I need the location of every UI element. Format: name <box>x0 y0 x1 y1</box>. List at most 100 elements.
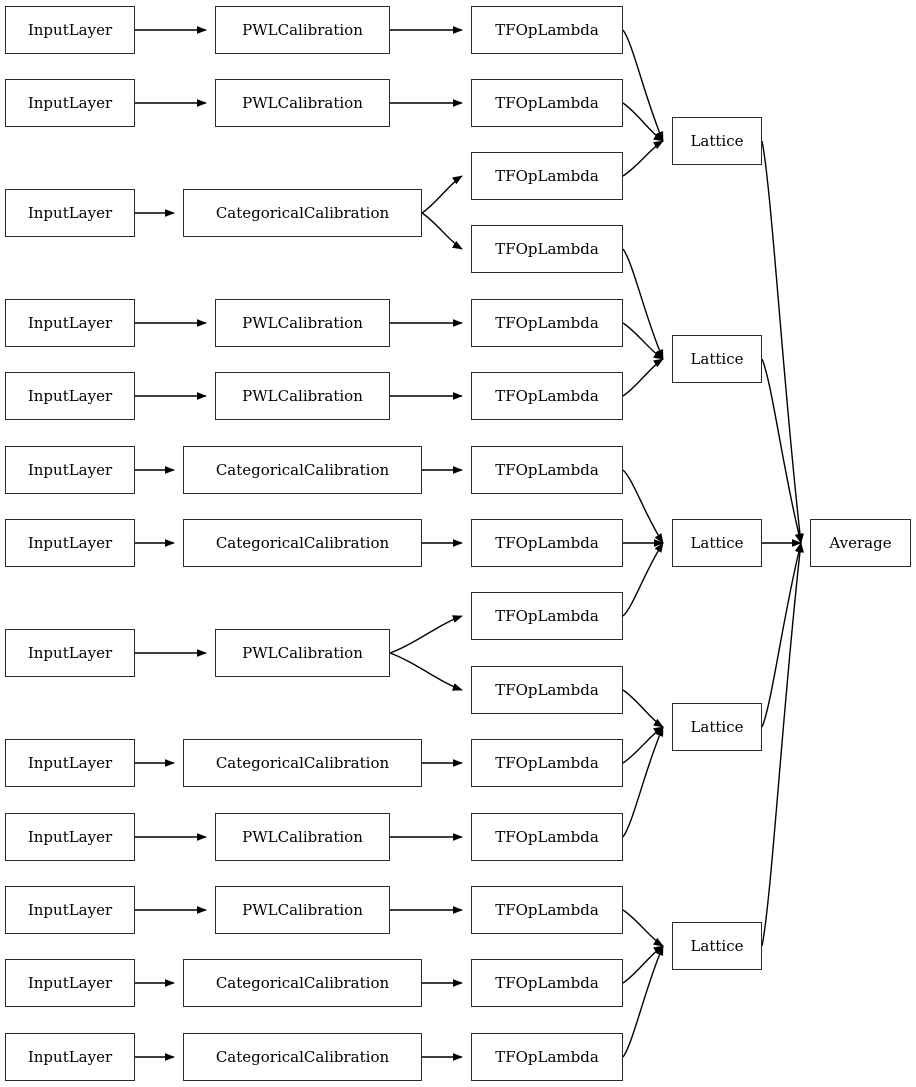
node-label: Lattice <box>690 936 744 955</box>
node-op14[interactable]: TFOpLambda <box>471 959 623 1007</box>
node-cal3[interactable]: CategoricalCalibration <box>183 189 422 237</box>
node-lat2[interactable]: Lattice <box>672 335 762 383</box>
node-label: PWLCalibration <box>242 643 363 662</box>
node-in7[interactable]: InputLayer <box>5 519 135 567</box>
node-op5[interactable]: TFOpLambda <box>471 299 623 347</box>
edge-op3-to-lat1 <box>622 140 664 177</box>
node-label: InputLayer <box>27 203 113 222</box>
node-label: PWLCalibration <box>242 313 363 332</box>
node-avg[interactable]: Average <box>810 519 911 567</box>
node-label: CategoricalCalibration <box>215 460 390 479</box>
edge-cal8-to-op9 <box>389 615 463 654</box>
node-in6[interactable]: InputLayer <box>5 446 135 494</box>
node-label: InputLayer <box>27 973 113 992</box>
node-op12[interactable]: TFOpLambda <box>471 813 623 861</box>
node-op3[interactable]: TFOpLambda <box>471 152 623 200</box>
node-label: Lattice <box>690 533 744 552</box>
node-label: CategoricalCalibration <box>215 753 390 772</box>
node-label: InputLayer <box>27 20 113 39</box>
edge-op12-to-lat4 <box>622 726 664 838</box>
edge-lat1-to-avg <box>761 140 804 544</box>
node-in5[interactable]: InputLayer <box>5 372 135 420</box>
edge-op15-to-lat5 <box>622 945 664 1058</box>
node-label: CategoricalCalibration <box>215 973 390 992</box>
node-lat1[interactable]: Lattice <box>672 117 762 165</box>
node-op7[interactable]: TFOpLambda <box>471 446 623 494</box>
node-cal4[interactable]: PWLCalibration <box>215 299 390 347</box>
node-label: PWLCalibration <box>242 20 363 39</box>
node-op1[interactable]: TFOpLambda <box>471 6 623 54</box>
node-in2[interactable]: InputLayer <box>5 79 135 127</box>
edge-op1-to-lat1 <box>622 29 664 142</box>
node-label: InputLayer <box>27 93 113 112</box>
edge-op10-to-lat4 <box>622 689 664 728</box>
node-label: InputLayer <box>27 753 113 772</box>
node-cal7[interactable]: CategoricalCalibration <box>183 519 422 567</box>
node-label: PWLCalibration <box>242 900 363 919</box>
edge-cal3-to-op3 <box>421 175 463 214</box>
node-in10[interactable]: InputLayer <box>5 813 135 861</box>
node-in11[interactable]: InputLayer <box>5 886 135 934</box>
node-op11[interactable]: TFOpLambda <box>471 739 623 787</box>
node-lat4[interactable]: Lattice <box>672 703 762 751</box>
node-cal2[interactable]: PWLCalibration <box>215 79 390 127</box>
node-lat3[interactable]: Lattice <box>672 519 762 567</box>
edge-lat5-to-avg <box>761 542 804 947</box>
node-label: CategoricalCalibration <box>215 1047 390 1066</box>
node-cal5[interactable]: PWLCalibration <box>215 372 390 420</box>
node-label: TFOpLambda <box>495 313 599 332</box>
node-in9[interactable]: InputLayer <box>5 739 135 787</box>
node-label: Lattice <box>690 349 744 368</box>
node-in13[interactable]: InputLayer <box>5 1033 135 1081</box>
node-cal12[interactable]: CategoricalCalibration <box>183 959 422 1007</box>
edge-op6-to-lat2 <box>622 358 664 397</box>
edge-cal3-to-op4 <box>421 212 463 250</box>
edge-op11-to-lat4 <box>622 726 664 764</box>
node-label: PWLCalibration <box>242 827 363 846</box>
node-label: InputLayer <box>27 386 113 405</box>
node-op13[interactable]: TFOpLambda <box>471 886 623 934</box>
node-in1[interactable]: InputLayer <box>5 6 135 54</box>
node-label: PWLCalibration <box>242 93 363 112</box>
edge-op13-to-lat5 <box>622 909 664 947</box>
node-in3[interactable]: InputLayer <box>5 189 135 237</box>
node-op9[interactable]: TFOpLambda <box>471 592 623 640</box>
node-label: CategoricalCalibration <box>215 533 390 552</box>
node-cal11[interactable]: PWLCalibration <box>215 886 390 934</box>
node-op8[interactable]: TFOpLambda <box>471 519 623 567</box>
edge-op7-to-lat3 <box>622 469 664 544</box>
edge-op4-to-lat2 <box>622 248 664 360</box>
node-label: TFOpLambda <box>495 239 599 258</box>
edge-lat2-to-avg <box>761 358 803 544</box>
node-op4[interactable]: TFOpLambda <box>471 225 623 273</box>
node-in4[interactable]: InputLayer <box>5 299 135 347</box>
edge-op2-to-lat1 <box>622 102 664 142</box>
node-label: TFOpLambda <box>495 386 599 405</box>
node-cal9[interactable]: CategoricalCalibration <box>183 739 422 787</box>
node-op2[interactable]: TFOpLambda <box>471 79 623 127</box>
node-label: TFOpLambda <box>495 533 599 552</box>
node-cal13[interactable]: CategoricalCalibration <box>183 1033 422 1081</box>
node-cal1[interactable]: PWLCalibration <box>215 6 390 54</box>
node-label: TFOpLambda <box>495 753 599 772</box>
edge-cal8-to-op10 <box>389 652 463 691</box>
node-label: TFOpLambda <box>495 166 599 185</box>
node-cal10[interactable]: PWLCalibration <box>215 813 390 861</box>
node-label: InputLayer <box>27 827 113 846</box>
node-cal6[interactable]: CategoricalCalibration <box>183 446 422 494</box>
node-in8[interactable]: InputLayer <box>5 629 135 677</box>
node-label: Average <box>829 533 892 552</box>
edge-op9-to-lat3 <box>622 542 664 617</box>
node-lat5[interactable]: Lattice <box>672 922 762 970</box>
node-cal8[interactable]: PWLCalibration <box>215 629 390 677</box>
edge-op14-to-lat5 <box>622 945 664 984</box>
node-label: InputLayer <box>27 313 113 332</box>
node-op15[interactable]: TFOpLambda <box>471 1033 623 1081</box>
node-op10[interactable]: TFOpLambda <box>471 666 623 714</box>
edge-op5-to-lat2 <box>622 322 664 360</box>
node-label: CategoricalCalibration <box>215 203 390 222</box>
node-in12[interactable]: InputLayer <box>5 959 135 1007</box>
node-op6[interactable]: TFOpLambda <box>471 372 623 420</box>
node-label: InputLayer <box>27 643 113 662</box>
node-label: TFOpLambda <box>495 93 599 112</box>
